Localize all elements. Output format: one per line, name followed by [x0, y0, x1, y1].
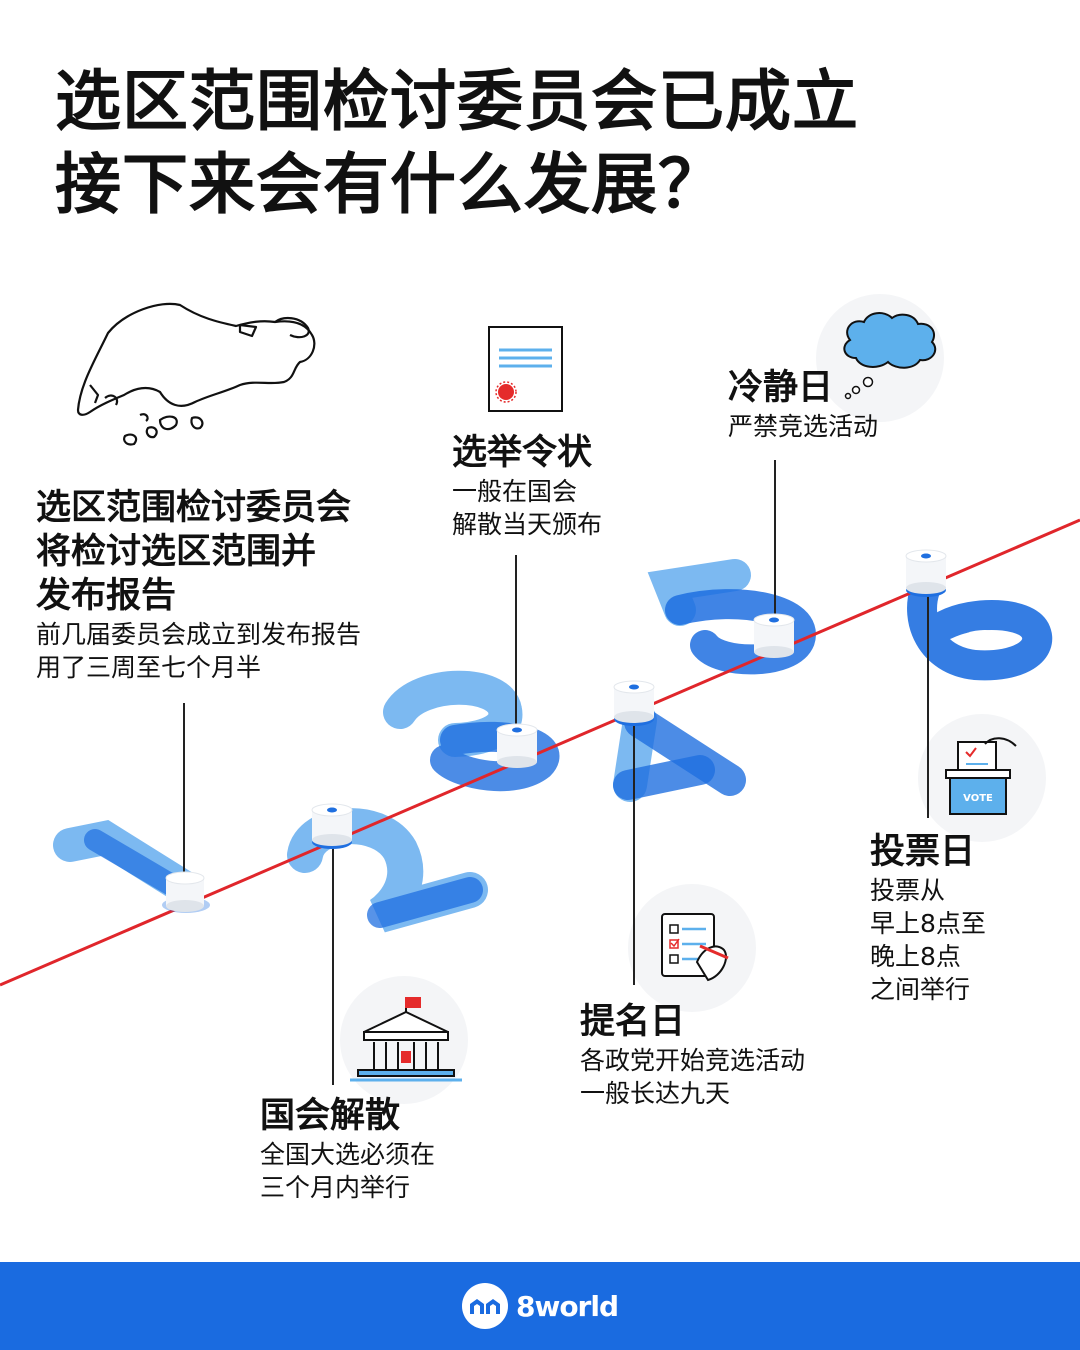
step-3-label: 选举令状 一般在国会 解散当天颁布: [452, 431, 602, 541]
timeline-illustration: VOTE: [0, 294, 1080, 1104]
step-1-label: 选区范围检讨委员会 将检讨选区范围并 发布报告 前几届委员会成立到发布报告 用了…: [36, 486, 361, 684]
map-icon: [76, 302, 316, 446]
step-4-description: 各政党开始竞选活动 一般长达九天: [580, 1046, 806, 1108]
title-line-1: 选区范围检讨委员会已成立: [55, 63, 859, 140]
connector-lines: [183, 460, 929, 1085]
timeline-marker-6: [905, 549, 947, 597]
step-2-title: 国会解散: [260, 1096, 401, 1136]
step-5-label: 冷静日 严禁竞选活动: [728, 366, 878, 443]
writ-document-icon: [488, 326, 563, 412]
timeline-marker-4: [613, 680, 655, 726]
step-3-description: 一般在国会 解散当天颁布: [452, 477, 603, 539]
parliament-icon: [350, 997, 462, 1082]
timeline-marker-5: [753, 613, 795, 658]
step-2-description: 全国大选必须在 三个月内举行: [260, 1140, 436, 1202]
footer-bar: 8world: [0, 1262, 1080, 1350]
step-3-title: 选举令状: [452, 433, 593, 473]
timeline-marker-2: [311, 803, 353, 849]
title-line-2: 接下来会有什么发展？: [55, 146, 725, 223]
step-1-title: 选区范围检讨委员会 将检讨选区范围并 发布报告: [36, 488, 352, 616]
step-4-title: 提名日: [580, 1002, 686, 1042]
step-number-6: [907, 575, 1052, 681]
8world-logo-icon: [461, 1283, 508, 1329]
brand-name: 8world: [515, 1289, 619, 1323]
step-5-title: 冷静日: [728, 368, 834, 408]
step-number-1: [53, 820, 202, 905]
ballot-box-label: VOTE: [963, 793, 993, 804]
step-1-description: 前几届委员会成立到发布报告 用了三周至七个月半: [36, 620, 362, 682]
brand-logo[interactable]: 8world: [461, 1283, 619, 1329]
thought-cloud-icon: [843, 312, 937, 400]
step-2-label: 国会解散 全国大选必须在 三个月内举行: [260, 1094, 435, 1204]
step-4-label: 提名日 各政党开始竞选活动 一般长达九天: [580, 1000, 805, 1110]
step-6-label: 投票日 投票从 早上8点至 晚上8点 之间举行: [870, 830, 986, 1006]
step-6-title: 投票日: [870, 832, 976, 872]
step-6-description: 投票从 早上8点至 晚上8点 之间举行: [870, 876, 986, 1004]
step-5-description: 严禁竞选活动: [728, 412, 879, 441]
ballot-box-icon: VOTE: [945, 737, 1017, 815]
page-title: 选区范围检讨委员会已成立 接下来会有什么发展？: [55, 60, 859, 226]
step-number-4: [613, 703, 746, 802]
nomination-form-icon: [661, 913, 729, 982]
timeline-marker-1: [162, 871, 210, 913]
timeline-marker-3: [496, 723, 538, 768]
